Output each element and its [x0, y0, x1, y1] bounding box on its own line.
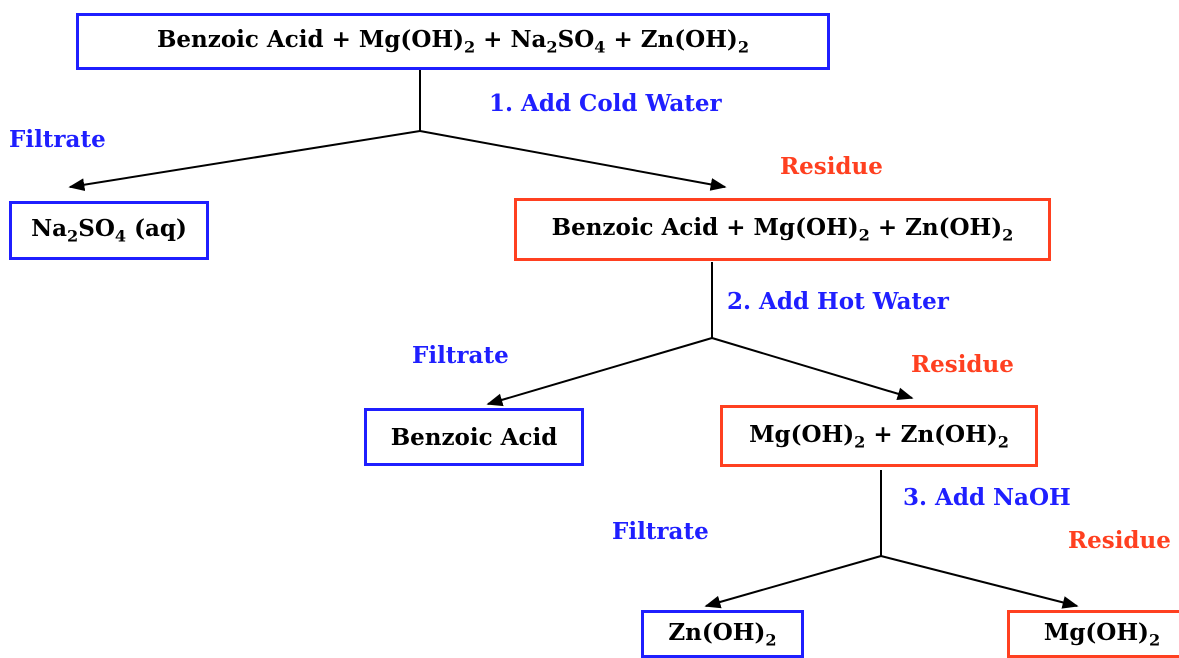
step1-residue-label: Residue — [780, 153, 883, 180]
step2-filtrate-arrow — [486, 337, 713, 407]
step2-filtrate-box: Benzoic Acid — [364, 408, 584, 466]
step3-residue-arrow — [880, 555, 1079, 609]
mixture-formula: Benzoic Acid + Mg(OH)2 + Na2SO4 + Zn(OH)… — [156, 26, 750, 57]
step2-residue-formula: Mg(OH)2 + Zn(OH)2 — [749, 420, 1009, 452]
flow-connectors — [68, 70, 1079, 609]
starting-mixture-box: Benzoic Acid + Mg(OH)2 + Na2SO4 + Zn(OH)… — [76, 13, 830, 70]
step2-instruction: 2. Add Hot Water — [727, 288, 949, 315]
step3-instruction: 3. Add NaOH — [903, 484, 1071, 511]
step2-filtrate-formula: Benzoic Acid — [390, 423, 558, 451]
step3-residue-box: Mg(OH)2 — [1007, 610, 1179, 658]
step3-filtrate-label: Filtrate — [612, 518, 709, 545]
step3-residue-label: Residue — [1068, 527, 1171, 554]
step1-filtrate-formula: Na2SO4 (aq) — [31, 215, 187, 246]
step1-instruction: 1. Add Cold Water — [489, 90, 722, 117]
step3-filtrate-formula: Zn(OH)2 — [668, 618, 777, 650]
step2-residue-box: Mg(OH)2 + Zn(OH)2 — [720, 405, 1038, 467]
step1-filtrate-box: Na2SO4 (aq) — [9, 201, 209, 260]
step2-filtrate-label: Filtrate — [412, 342, 509, 369]
step3-filtrate-box: Zn(OH)2 — [641, 610, 804, 658]
step1-residue-arrow — [419, 130, 727, 191]
step3-residue-formula: Mg(OH)2 — [1043, 618, 1161, 650]
step2-residue-arrow — [711, 337, 914, 400]
step2-residue-label: Residue — [911, 351, 1014, 378]
step3-filtrate-arrow — [704, 555, 882, 609]
step1-filtrate-arrow — [68, 130, 421, 192]
step1-residue-formula: Benzoic Acid + Mg(OH)2 + Zn(OH)2 — [551, 214, 1014, 245]
step1-filtrate-label: Filtrate — [9, 126, 106, 153]
step1-residue-box: Benzoic Acid + Mg(OH)2 + Zn(OH)2 — [514, 198, 1051, 261]
